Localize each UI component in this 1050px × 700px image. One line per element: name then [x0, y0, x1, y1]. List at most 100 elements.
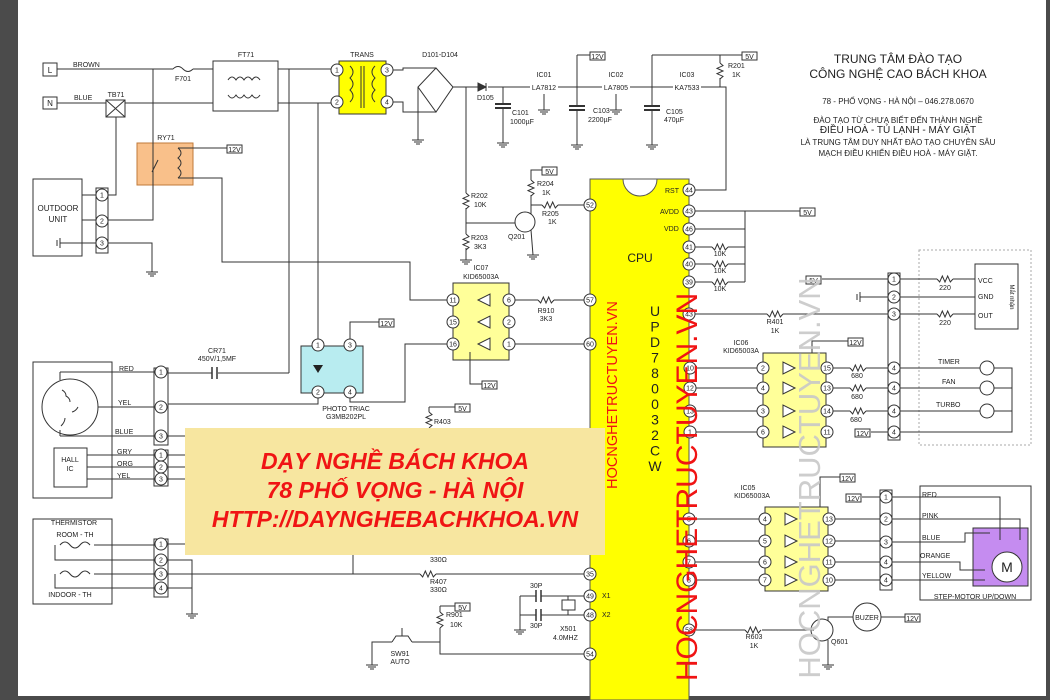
- resistor-icon: [715, 62, 725, 80]
- label-r680b: 680: [851, 394, 863, 401]
- pin-circle: [311, 385, 325, 399]
- label-c103v: 2200µF: [588, 117, 612, 124]
- pin-number: 2: [159, 465, 163, 472]
- wire: [168, 398, 319, 405]
- resistor-icon: [526, 179, 536, 197]
- resistor-icon: [419, 569, 437, 579]
- inverter-icon: [782, 361, 797, 375]
- pin-number: 12: [686, 386, 694, 393]
- pin-number: 2: [884, 517, 888, 524]
- pin-circle: [95, 236, 109, 250]
- pin-number: 7: [687, 560, 691, 567]
- label-r403: R403: [434, 419, 451, 426]
- pin-number: 3: [159, 477, 163, 484]
- label-ic07: IC07: [474, 265, 489, 272]
- pin-number: 46: [685, 227, 693, 234]
- step-motor-icon: [991, 551, 1023, 583]
- pin-circle: [822, 534, 836, 548]
- pin-circle: [502, 337, 516, 351]
- label-sw91: SW91: [390, 651, 409, 658]
- pin-number: 48: [586, 613, 594, 620]
- pin: 11: [446, 293, 460, 307]
- pin: 1: [95, 188, 109, 202]
- pin: 12: [822, 534, 836, 548]
- pin: 13: [822, 512, 836, 526]
- pin-number: 4: [159, 586, 163, 593]
- pin: 41: [682, 240, 696, 254]
- pin: 7: [758, 573, 772, 587]
- pin: 1: [887, 272, 901, 286]
- label-c105v: 470µF: [664, 117, 684, 124]
- pin-number: 44: [685, 188, 693, 195]
- pin: 7: [682, 555, 696, 569]
- tag-box: [854, 428, 871, 438]
- label-ka7533: KA7533: [675, 85, 700, 92]
- pin-circle: [154, 472, 168, 486]
- pin-number: 2: [159, 405, 163, 412]
- pin-number: 1: [335, 68, 339, 75]
- resistor-icon: [936, 274, 954, 284]
- pin-number: 6: [763, 560, 767, 567]
- pin: 2: [879, 512, 893, 526]
- voltage-tag: 12V: [378, 318, 395, 328]
- wire: [900, 367, 1013, 433]
- cpu-part-number: UPD780032CW: [647, 303, 663, 474]
- pin-circle: [583, 198, 597, 212]
- pin: 1: [330, 63, 344, 77]
- pin: 3: [756, 404, 770, 418]
- ground-icon: [822, 664, 834, 670]
- capacitor-icon: [495, 103, 511, 109]
- pin-number: 4: [348, 390, 352, 397]
- pin-number: 4: [892, 430, 896, 437]
- fan-motor-icon: [41, 378, 99, 436]
- filter-choke-icon: [227, 76, 261, 99]
- pins: 1234123111516621525760354948544443464140…: [95, 63, 901, 661]
- pin: 2: [311, 385, 325, 399]
- pin-circle: [887, 425, 901, 439]
- tag-box: [847, 337, 864, 347]
- pin-circle: [154, 553, 168, 567]
- pin-number: 3: [892, 312, 896, 319]
- pin-circle: [95, 214, 109, 228]
- pin-number: 16: [449, 342, 457, 349]
- pin: 4: [887, 361, 901, 375]
- voltage-tag: 12V: [847, 337, 864, 347]
- inverter-icon: [784, 573, 799, 587]
- wires: [54, 54, 1021, 665]
- ground-icon: [538, 109, 550, 115]
- label-ft71: FT71: [238, 52, 254, 59]
- tag-box: [454, 403, 471, 413]
- resistor-icon: [435, 611, 445, 629]
- label-m-red: RED: [922, 492, 937, 499]
- pin-number: 15: [823, 366, 831, 373]
- label-turbo: TURBO: [936, 402, 961, 409]
- pin: 2: [756, 361, 770, 375]
- voltage-tag: 12V: [226, 144, 243, 154]
- pin-circle: [820, 381, 834, 395]
- led-icon: [979, 360, 995, 376]
- label-ic07p: KID65003A: [463, 274, 499, 281]
- pin-number: 1: [159, 453, 163, 460]
- pin: 1: [154, 365, 168, 379]
- label-fan: FAN: [942, 379, 956, 386]
- buzzer-icon: [852, 602, 882, 632]
- label-x501: X501: [560, 626, 576, 633]
- thermistor-box: [32, 518, 113, 605]
- label-L: L: [48, 66, 53, 75]
- resistor-icon: [461, 192, 471, 210]
- pin-circle: [683, 425, 697, 439]
- pin-number: 40: [685, 262, 693, 269]
- pin-number: 1: [507, 342, 511, 349]
- resistor-icon: [849, 383, 867, 393]
- pin-number: 11: [449, 298, 456, 305]
- pin-number: 43: [685, 312, 693, 319]
- pin-number: 1: [100, 193, 104, 200]
- voltage-tag: 5V: [454, 602, 471, 612]
- pin-circle: [446, 315, 460, 329]
- pin-circle: [683, 361, 697, 375]
- pin-number: 1: [884, 495, 888, 502]
- label-r603: R603: [746, 634, 763, 641]
- label-r680a: 680: [851, 373, 863, 380]
- banner-line-2: 78 PHỐ VỌNG - HÀ NỘI: [266, 477, 524, 503]
